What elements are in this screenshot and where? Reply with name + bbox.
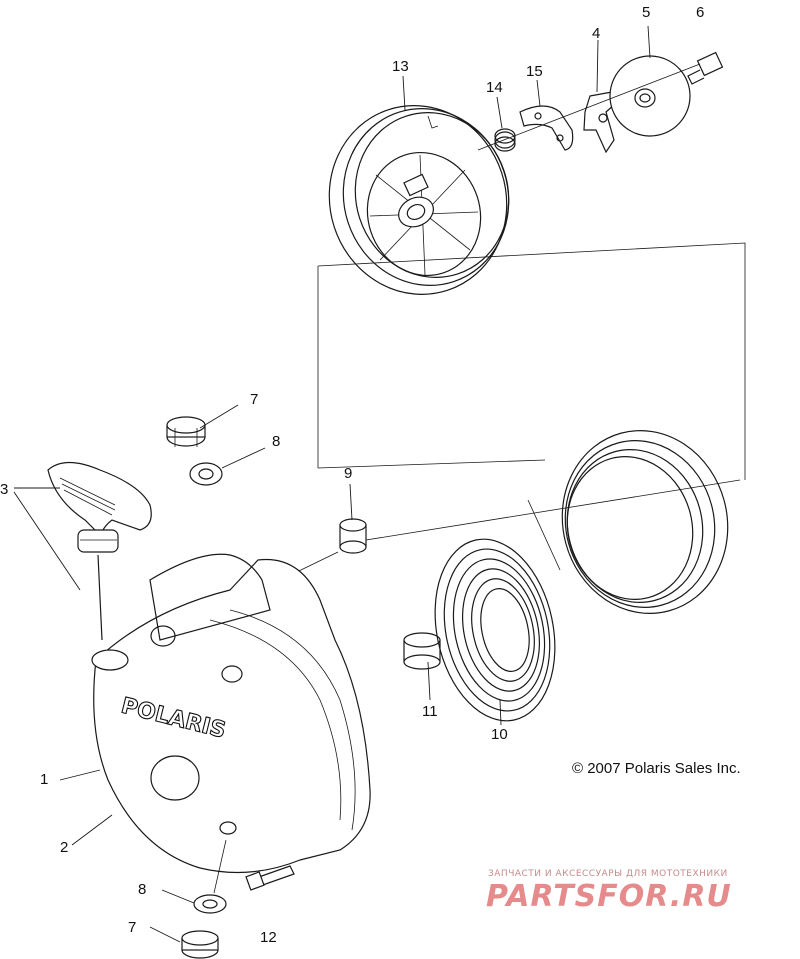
bushing-part-9 — [339, 518, 367, 554]
bolt-part-6 — [687, 51, 724, 85]
callout-8-bottom: 8 — [138, 881, 146, 898]
callout-4: 4 — [592, 25, 600, 42]
callout-7-top: 7 — [250, 391, 258, 408]
callout-8-top: 8 — [272, 433, 280, 450]
pulley-part-13 — [328, 105, 510, 295]
housing-cover-part-1-2: POLARIS — [91, 553, 371, 874]
callout-2: 2 — [60, 839, 68, 856]
callout-15: 15 — [526, 63, 543, 80]
watermark: ЗАПЧАСТИ И АКСЕССУАРЫ ДЛЯ МОТОТЕХНИКИ PA… — [486, 869, 732, 914]
callout-6: 6 — [696, 4, 704, 21]
bushing-part-11 — [403, 632, 441, 670]
watermark-caption: ЗАПЧАСТИ И АКСЕССУАРЫ ДЛЯ МОТОТЕХНИКИ — [488, 869, 728, 879]
washer-part-8-bottom — [193, 894, 227, 914]
plug-part-7-top — [166, 416, 206, 447]
callout-3: 3 — [0, 481, 8, 498]
callout-12: 12 — [260, 929, 277, 946]
callout-10: 10 — [491, 726, 508, 743]
callout-labels: 1 2 3 4 5 6 7 7 8 8 9 10 11 12 13 14 15 — [0, 4, 704, 946]
rope-coil — [527, 430, 729, 614]
recoil-spring-part-10 — [434, 538, 556, 722]
callout-5: 5 — [642, 4, 650, 21]
watermark-logo: PARTSFOR.RU — [486, 879, 732, 914]
leader-lines — [13, 25, 651, 943]
handle-part-3 — [47, 461, 152, 641]
callout-1: 1 — [40, 771, 48, 788]
bolt-part-12 — [245, 865, 295, 891]
reel-plate-part-5 — [609, 55, 691, 137]
callout-13: 13 — [392, 58, 409, 75]
pawl-part-15 — [519, 105, 574, 151]
callout-14: 14 — [486, 79, 503, 96]
callout-7-bottom: 7 — [128, 919, 136, 936]
callout-9: 9 — [344, 465, 352, 482]
callout-11: 11 — [422, 703, 438, 720]
washer-part-8-top — [189, 462, 223, 486]
spring-part-14 — [494, 128, 516, 152]
copyright-notice: © 2007 Polaris Sales Inc. — [572, 760, 741, 777]
plug-part-7-bottom — [181, 930, 219, 959]
